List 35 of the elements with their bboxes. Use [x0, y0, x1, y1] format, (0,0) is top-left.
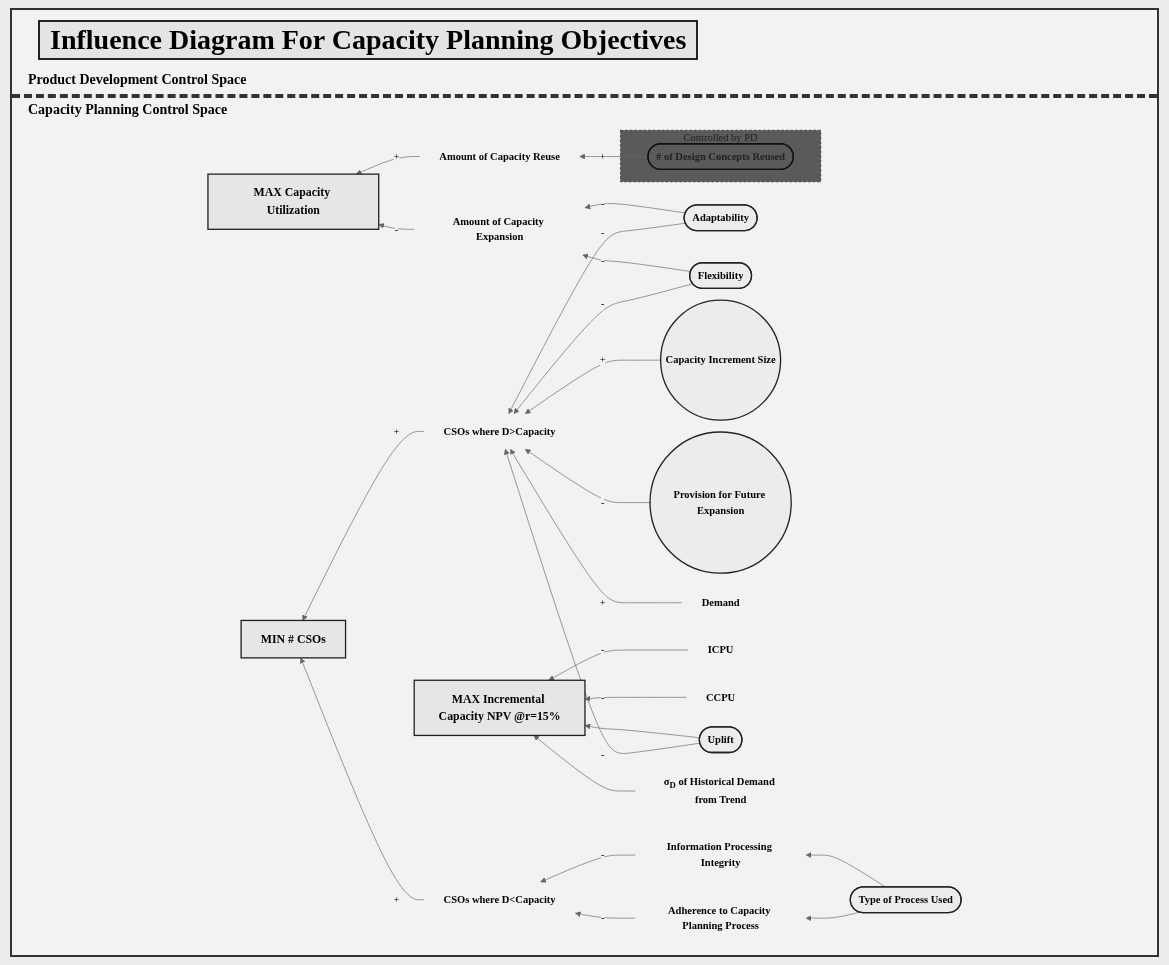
edge-label: +	[393, 893, 400, 905]
node-text: Amount of Capacity Reuse	[439, 150, 560, 162]
edge-label: -	[394, 223, 399, 235]
node-text: Information Processing Integrity	[666, 841, 772, 869]
edge-label: +	[599, 596, 606, 609]
edge-label: +	[599, 150, 606, 162]
edge-label: +	[393, 150, 400, 162]
edge-label: +	[393, 425, 400, 437]
node-box: MAX Capacity Utilization	[207, 173, 380, 230]
edge-label: -	[600, 297, 605, 309]
edge-label: -	[600, 496, 605, 508]
edge-label: +	[599, 354, 606, 366]
zone-label: Capacity Planning Control Space	[28, 102, 228, 118]
node-text: Adherence to Capacity Planning Process	[668, 904, 771, 932]
edge-label: -	[600, 849, 605, 861]
edge-label: -	[600, 197, 605, 209]
node-text: Amount of Capacity Expansion	[452, 215, 544, 243]
edge-label: -	[600, 644, 605, 656]
edge-label: -	[600, 748, 605, 761]
edge-label: -	[600, 255, 605, 267]
edge-label: -	[600, 912, 605, 924]
node-text: CSOs where D>Capacity	[443, 425, 556, 437]
edge-label: -	[600, 226, 605, 238]
node-text: CCPU	[706, 691, 736, 703]
node-box: MAX Incremental Capacity NPV @r=15%	[413, 679, 586, 737]
node-text: ICPU	[707, 644, 734, 656]
edge-label: -	[600, 691, 605, 703]
node-text: Demand	[701, 596, 740, 609]
node-text: σ$_{D}$ of Historical Demand from Trend	[663, 776, 775, 806]
node-box: MIN # CSOs	[240, 619, 347, 659]
diagram-title: Influence Diagram For Capacity Planning Objectives	[38, 20, 699, 60]
node-circle: Capacity Increment Size	[659, 299, 782, 421]
node-text: CSOs where D<Capacity	[443, 893, 556, 905]
zone-label: Product Development Control Space	[28, 72, 247, 88]
node-circle: Provision for Future Expansion	[649, 431, 792, 574]
